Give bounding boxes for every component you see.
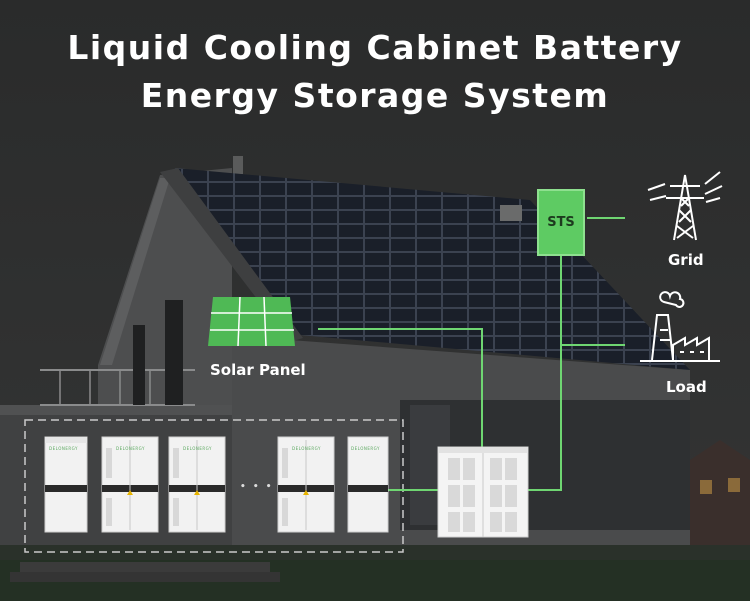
factory-icon xyxy=(640,291,720,362)
battery-group-dashed-frame xyxy=(24,419,404,553)
battery-cabinet xyxy=(168,436,226,533)
cabinet-brand-label: DELONERGY xyxy=(292,446,321,451)
connection-lines xyxy=(318,217,625,491)
liquid-cooling-cabinet xyxy=(437,446,529,538)
solar-panel-icon xyxy=(208,296,295,347)
battery-cabinet xyxy=(44,436,88,533)
more-cabinets-ellipsis: • • • xyxy=(240,482,274,492)
battery-cabinet xyxy=(347,436,389,533)
solar-panel-label: Solar Panel xyxy=(210,361,306,379)
cabinet-brand-label: DELONERGY xyxy=(351,446,380,451)
grid-label: Grid xyxy=(668,251,704,269)
cabinet-brand-label: DELONERGY xyxy=(49,446,78,451)
page-title-line-2: Energy Storage System xyxy=(140,76,610,115)
sts-switch-box: STS xyxy=(537,189,585,256)
battery-cabinet xyxy=(101,436,159,533)
house-gable-wall xyxy=(98,168,232,410)
cabinet-brand-label: DELONERGY xyxy=(116,446,145,451)
load-label: Load xyxy=(666,378,707,396)
battery-cabinet xyxy=(277,436,335,533)
page-title-line-1: Liquid Cooling Cabinet Battery xyxy=(67,28,683,67)
cabinet-brand-label: DELONERGY xyxy=(183,446,212,451)
transmission-tower-icon xyxy=(647,171,723,241)
